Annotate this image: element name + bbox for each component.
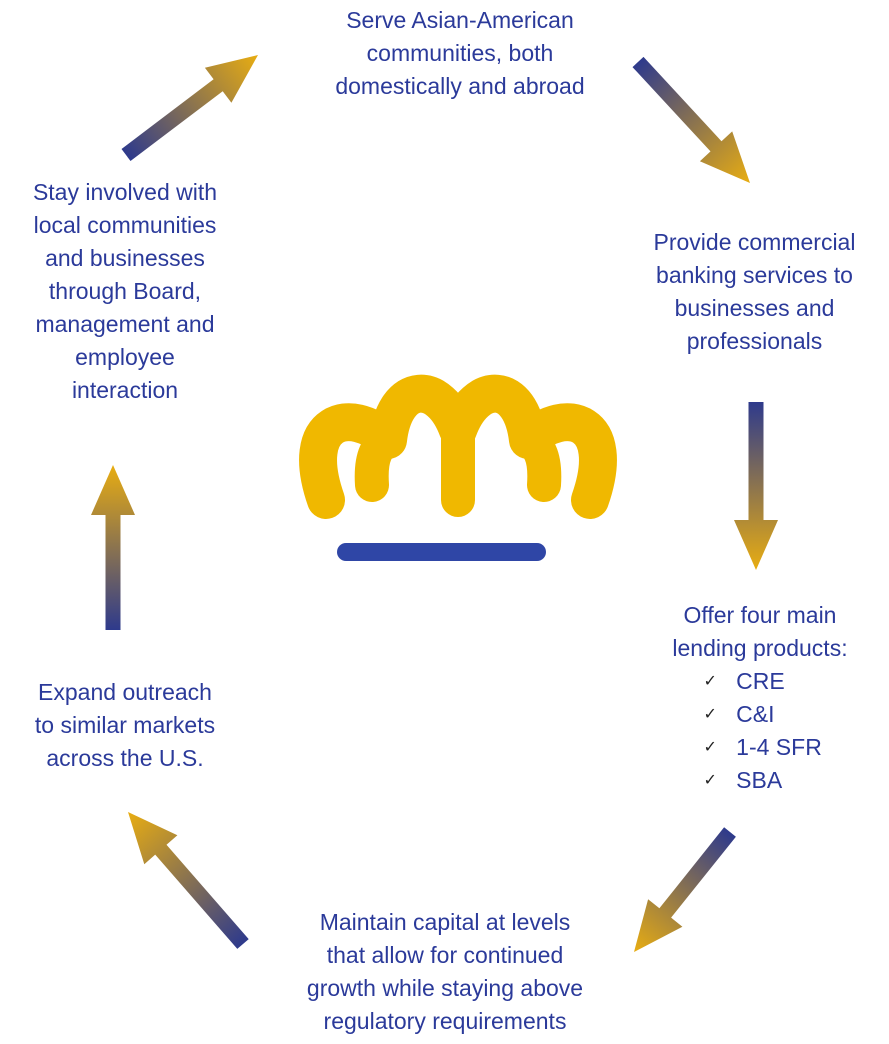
node-text-line: employee — [75, 344, 175, 370]
node-text-line: lending products: — [672, 635, 848, 661]
node-text-line: to similar markets — [34, 712, 216, 738]
product-label: 1-4 SFR — [736, 734, 822, 760]
node-expand-outreach: Expand outreach to similar markets acros… — [0, 676, 250, 775]
node-serve-communities: Serve Asian-American communities, both d… — [270, 4, 650, 103]
lending-products-list: ✓ CRE ✓ C&I ✓ 1-4 SFR ✓ SBA — [698, 665, 822, 797]
node-text-line: Maintain capital at levels — [319, 909, 571, 935]
product-item: ✓ SBA — [698, 764, 822, 797]
node-text-line: local communities — [33, 212, 217, 238]
node-text-line: across the U.S. — [46, 745, 204, 771]
product-label: SBA — [736, 767, 783, 793]
node-text-line: through Board, — [48, 278, 202, 304]
node-text-line: that allow for continued — [326, 942, 564, 968]
arrow-stay-to-serve — [121, 55, 258, 161]
node-text-line: Stay involved with — [32, 179, 218, 205]
arrow-offer-to-maintain — [634, 827, 736, 952]
product-label: CRE — [736, 668, 785, 694]
node-offer-lending: Offer four main lending products: ✓ CRE ✓… — [640, 599, 880, 797]
node-text-line: and businesses — [45, 245, 205, 271]
node-text-line: Provide commercial — [653, 229, 856, 255]
crown-icon — [299, 374, 617, 561]
node-text-line: Serve Asian-American — [346, 7, 574, 33]
node-text-line: management and — [35, 311, 215, 337]
arrow-provide-to-offer — [734, 402, 778, 570]
arrow-maintain-to-expand — [128, 812, 249, 949]
node-text-line: banking services to — [656, 262, 853, 288]
node-text-line: professionals — [686, 328, 823, 354]
crown-base — [337, 543, 546, 561]
node-text-line: businesses and — [674, 295, 835, 321]
node-stay-involved: Stay involved with local communities and… — [0, 176, 250, 407]
node-text-line: Expand outreach — [38, 679, 212, 705]
arrow-serve-to-provide — [632, 56, 750, 183]
node-text-line: domestically and abroad — [335, 73, 585, 99]
node-provide-banking: Provide commercial banking services to b… — [620, 226, 889, 358]
product-label: C&I — [736, 701, 775, 727]
node-text-line: regulatory requirements — [323, 1008, 567, 1034]
checkmark-icon: ✓ — [703, 772, 717, 789]
node-text-line: Offer four main — [683, 602, 837, 628]
node-text-line: communities, both — [366, 40, 554, 66]
checkmark-icon: ✓ — [703, 706, 717, 723]
checkmark-icon: ✓ — [703, 739, 717, 756]
product-item: ✓ C&I — [698, 698, 822, 731]
node-maintain-capital: Maintain capital at levels that allow fo… — [260, 906, 630, 1038]
node-text-line: interaction — [71, 377, 179, 403]
node-text-line: growth while staying above — [306, 975, 584, 1001]
arrow-expand-to-stay — [91, 465, 135, 630]
product-item: ✓ CRE — [698, 665, 822, 698]
product-item: ✓ 1-4 SFR — [698, 731, 822, 764]
checkmark-icon: ✓ — [703, 673, 717, 690]
